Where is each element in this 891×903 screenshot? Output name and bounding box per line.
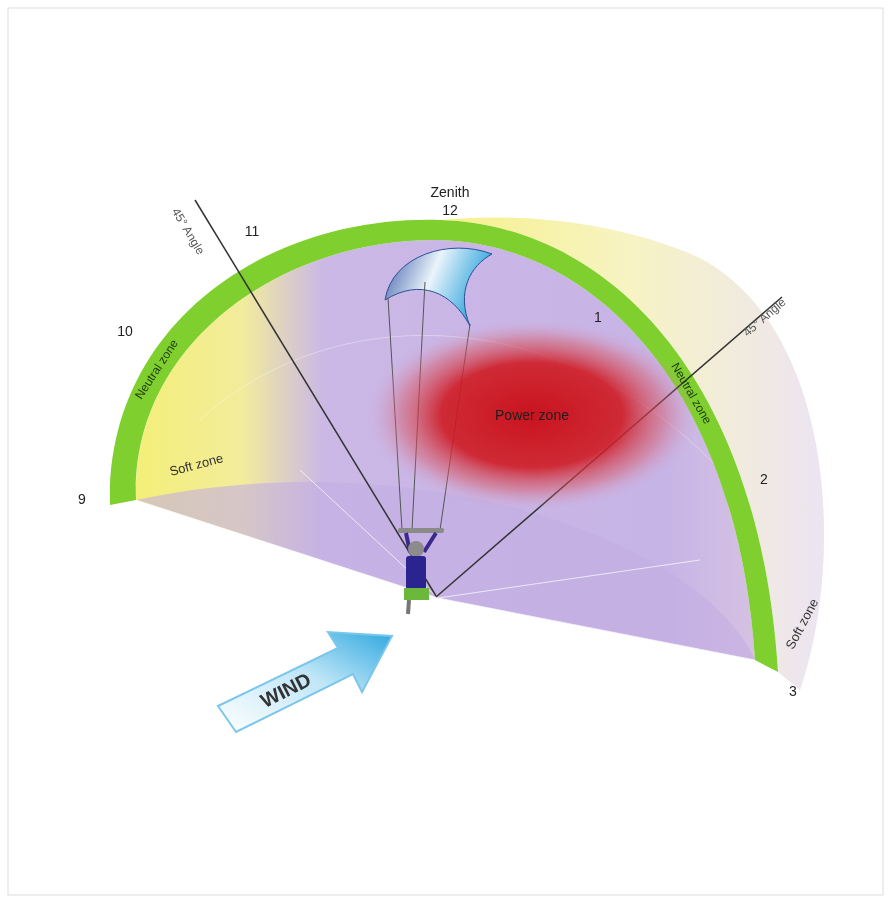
- clock-number: 12: [442, 203, 458, 218]
- grid-line: [438, 598, 755, 660]
- clock-number: 3: [789, 684, 797, 699]
- zone-label: Neutral zone: [133, 338, 181, 402]
- control-bar: [398, 528, 444, 533]
- grid-line: [300, 470, 438, 598]
- wind-label: WIND: [257, 668, 315, 712]
- rider-head: [408, 541, 424, 557]
- rider-leg: [408, 600, 409, 614]
- neutral-zone-band: [110, 220, 778, 672]
- clock-number: 10: [117, 324, 133, 339]
- frame: [8, 8, 883, 895]
- zone-label: Power zone: [495, 407, 569, 423]
- kite-canopy: [385, 248, 492, 326]
- dome-floor: [136, 482, 755, 660]
- rider-body: [406, 556, 426, 590]
- zone-label: Soft zone: [783, 596, 821, 651]
- wind-arrow: [218, 632, 392, 732]
- power-zone: Power zone: [367, 320, 697, 510]
- angle-label: 45° Angle: [169, 207, 207, 258]
- clock-number: 11: [245, 224, 260, 239]
- grid-line: [438, 560, 700, 598]
- clock-number: 1: [594, 310, 602, 325]
- clock-number: 9: [78, 492, 86, 507]
- rider-arm: [424, 533, 436, 552]
- zone-label: Soft zone: [168, 451, 225, 479]
- zenith-label: Zenith: [431, 185, 470, 200]
- grid-line: [136, 500, 438, 598]
- angle-label: 45° Angle: [741, 296, 789, 340]
- clock-number: 2: [760, 472, 768, 487]
- power-zone-glow: [367, 320, 697, 510]
- rider: [404, 533, 436, 614]
- rider-shorts: [404, 588, 429, 600]
